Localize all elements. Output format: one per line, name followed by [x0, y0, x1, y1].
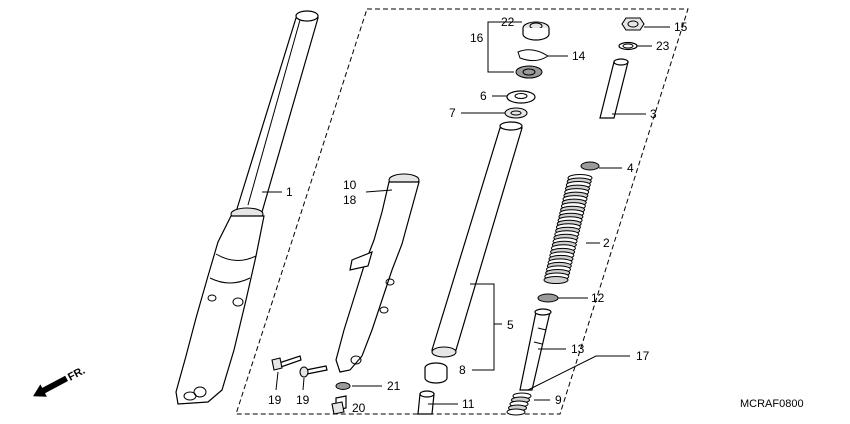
callout-10: 10 — [343, 178, 357, 192]
callout-4: 4 — [627, 161, 634, 175]
callout-16: 16 — [470, 31, 484, 45]
arrow-icon — [33, 375, 69, 397]
front-direction-indicator: FR. — [33, 365, 87, 397]
fork-leg-assembly — [175, 10, 319, 405]
callout-11: 11 — [462, 397, 475, 411]
callout-22: 22 — [501, 15, 515, 29]
callout-20: 20 — [352, 401, 366, 415]
callout-labels: 1 2 3 4 5 6 7 8 9 10 11 12 13 14 15 16 1… — [268, 15, 688, 415]
outer-slider — [335, 173, 420, 373]
callout-5: 5 — [507, 318, 514, 332]
fasteners — [271, 355, 351, 415]
damper-components — [506, 17, 645, 416]
callout-2: 2 — [603, 236, 610, 250]
callout-18: 18 — [343, 193, 357, 207]
leader-lines — [262, 21, 670, 405]
callout-21: 21 — [387, 379, 401, 393]
direction-label: FR. — [66, 365, 87, 384]
spring-coil — [543, 276, 569, 284]
callout-7: 7 — [449, 106, 456, 120]
diagram-code: MCRAF0800 — [740, 398, 804, 410]
fork-spring — [543, 174, 593, 284]
callout-1: 1 — [286, 185, 293, 199]
callout-3: 3 — [650, 107, 657, 121]
oil-lock-piece — [417, 390, 435, 415]
callout-19-left: 19 — [268, 393, 282, 407]
assembly-boundary — [235, 8, 689, 415]
rebound-spring — [506, 392, 532, 416]
callout-23: 23 — [656, 39, 670, 53]
callout-6: 6 — [480, 89, 487, 103]
slider-bushing — [424, 362, 448, 384]
callout-8: 8 — [459, 363, 466, 377]
callout-17: 17 — [636, 349, 650, 363]
callout-13: 13 — [571, 342, 585, 356]
callout-9: 9 — [555, 393, 562, 407]
callout-14: 14 — [572, 49, 586, 63]
callout-19-right: 19 — [296, 393, 310, 407]
callout-12: 12 — [591, 291, 605, 305]
top-components — [504, 21, 550, 119]
callout-15: 15 — [674, 20, 688, 34]
spring-coil — [506, 408, 526, 416]
inner-tube — [431, 121, 523, 358]
